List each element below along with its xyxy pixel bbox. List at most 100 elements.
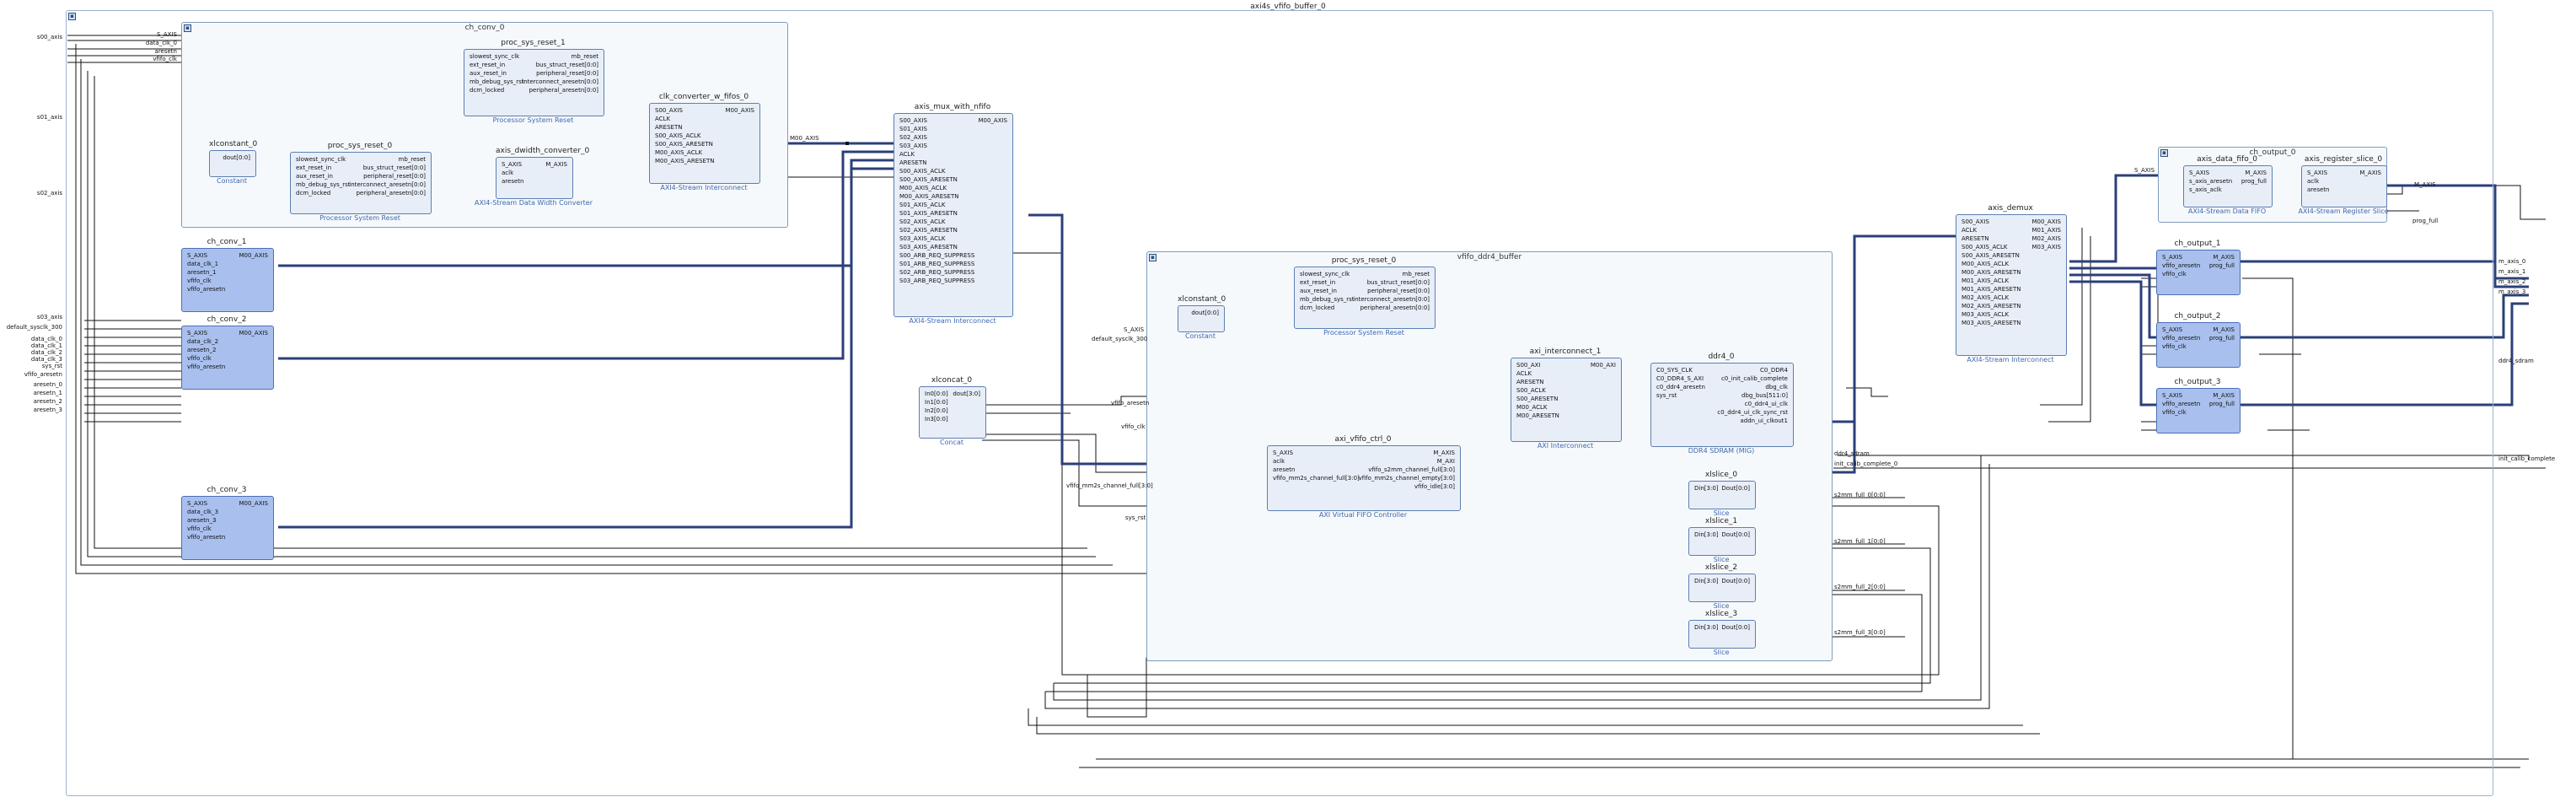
input-port[interactable]: M03_AXIS_ARESETN	[1962, 320, 2021, 326]
output-port-external[interactable]: m_axis_2	[2498, 278, 2526, 285]
input-port[interactable]: S00_AXIS_ACLK	[899, 168, 946, 175]
input-port[interactable]: vfifo_clk	[187, 355, 212, 362]
input-port[interactable]: C0_SYS_CLK	[1656, 367, 1693, 374]
output-port[interactable]: Dout[0:0]	[1721, 485, 1750, 492]
collapse-icon[interactable]: ▪	[184, 24, 191, 32]
output-port-external[interactable]: ddr4_sdram	[2498, 358, 2534, 364]
input-port[interactable]: ACLK	[1516, 370, 1532, 377]
input-port-external[interactable]: s00_axis	[36, 34, 62, 40]
input-port[interactable]: vfifo_aresetn	[187, 286, 226, 293]
input-port[interactable]: M03_AXIS_ACLK	[1962, 311, 2010, 318]
ip-block-xlslice-1[interactable]: Din[3:0]Dout[0:0]	[1688, 527, 1756, 556]
input-port[interactable]: S_AXIS	[502, 161, 523, 168]
input-port[interactable]: ARESETN	[1962, 235, 1989, 242]
input-port[interactable]: S01_AXIS_ARESETN	[899, 210, 958, 217]
input-port[interactable]: aresetn_3	[187, 517, 217, 524]
output-port[interactable]: vfifo_mm2s_channel_empty[3:0]	[1358, 475, 1455, 482]
output-port[interactable]: M00_AXIS	[239, 500, 268, 507]
ip-block-xlslice-3[interactable]: Din[3:0]Dout[0:0]	[1688, 620, 1756, 649]
input-port-external[interactable]: s03_axis	[36, 314, 62, 320]
output-port[interactable]: M00_AXI	[1590, 362, 1616, 369]
output-port[interactable]: M00_AXIS	[978, 117, 1007, 124]
output-port[interactable]: dbg_bus[511:0]	[1741, 392, 1788, 399]
output-port[interactable]: interconnect_aresetn[0:0]	[1353, 296, 1430, 303]
output-port-external[interactable]: m_axis_3	[2498, 288, 2526, 295]
output-port[interactable]: c0_ddr4_ui_clk	[1744, 401, 1788, 407]
input-port-external[interactable]: data_clk_0	[30, 336, 62, 342]
ip-block-xlconcat-0[interactable]: In0[0:0]In1[0:0]In2[0:0]In3[0:0]dout[3:0…	[919, 386, 986, 439]
input-port[interactable]: vfifo_aresetn	[187, 363, 226, 370]
input-port[interactable]: dcm_locked	[470, 87, 505, 94]
input-port[interactable]: data_clk_3	[187, 509, 219, 515]
input-port[interactable]: ext_reset_in	[470, 62, 506, 68]
output-port[interactable]: dbg_clk	[1765, 384, 1788, 390]
collapse-icon[interactable]: ▪	[68, 13, 76, 20]
input-port[interactable]: In1[0:0]	[925, 399, 948, 406]
input-port[interactable]: C0_DDR4_S_AXI	[1656, 375, 1704, 382]
input-port[interactable]: ARESETN	[655, 124, 683, 131]
input-port[interactable]: M02_AXIS_ACLK	[1962, 294, 2010, 301]
input-port[interactable]: S02_AXIS_ARESETN	[899, 227, 958, 234]
input-port[interactable]: In3[0:0]	[925, 416, 948, 423]
input-port[interactable]: data_clk_2	[187, 338, 219, 345]
input-port[interactable]: aresetn	[502, 178, 524, 185]
input-port[interactable]: ARESETN	[1516, 379, 1544, 385]
output-port[interactable]: M_AXIS	[2213, 392, 2235, 399]
input-port-external[interactable]: aresetn_0	[33, 381, 62, 388]
output-port[interactable]: M_AXIS	[1433, 450, 1455, 456]
output-port[interactable]: M00_AXIS	[239, 252, 268, 259]
input-port-external[interactable]: s02_axis	[36, 190, 62, 197]
output-port[interactable]: prog_full	[2241, 178, 2267, 185]
input-port[interactable]: vfifo_clk	[2162, 343, 2187, 350]
input-port[interactable]: M02_AXIS_ARESETN	[1962, 303, 2021, 310]
output-port[interactable]: peripheral_aresetn[0:0]	[356, 190, 426, 197]
input-port[interactable]: S_AXIS	[1273, 450, 1294, 456]
output-port-external[interactable]: m_axis_1	[2498, 268, 2526, 275]
input-port[interactable]: In2[0:0]	[925, 407, 948, 414]
input-port[interactable]: vfifo_clk	[2162, 409, 2187, 416]
input-port-external[interactable]: data_clk_3	[30, 356, 62, 363]
ip-block-xlslice-2[interactable]: Din[3:0]Dout[0:0]	[1688, 574, 1756, 602]
input-port[interactable]: In0[0:0]	[925, 390, 948, 397]
input-port[interactable]: aclk	[2307, 178, 2320, 185]
collapse-icon[interactable]: ▪	[2160, 149, 2168, 157]
output-port[interactable]: M_AXIS	[2359, 170, 2381, 176]
output-port-external[interactable]: init_calib_complete	[2498, 455, 2556, 462]
input-port[interactable]: s_axis_aclk	[2189, 186, 2222, 193]
input-port[interactable]: S_AXIS	[2162, 326, 2183, 333]
output-port[interactable]: bus_struct_reset[0:0]	[1366, 279, 1430, 286]
input-port[interactable]: aux_reset_in	[296, 173, 333, 180]
input-port[interactable]: dcm_locked	[296, 190, 331, 197]
ip-block-xlconstant-0a[interactable]: dout[0:0]	[209, 150, 256, 177]
input-port[interactable]: slowest_sync_clk	[296, 156, 346, 163]
input-port[interactable]: Din[3:0]	[1694, 578, 1719, 584]
input-port[interactable]: M00_AXIS_ARESETN	[1962, 269, 2021, 276]
output-port[interactable]: M02_AXIS	[2031, 235, 2061, 242]
input-port[interactable]: aresetn_1	[187, 269, 217, 276]
output-port[interactable]: M_AXIS	[545, 161, 567, 168]
input-port[interactable]: S_AXIS	[2162, 392, 2183, 399]
input-port[interactable]: S02_ARB_REQ_SUPPRESS	[899, 269, 975, 276]
input-port[interactable]: vfifo_aresetn	[2162, 335, 2201, 342]
input-port[interactable]: S00_AXIS	[899, 117, 927, 124]
input-port[interactable]: S00_ARESETN	[1516, 396, 1559, 402]
input-port-external[interactable]: sys_rst	[41, 363, 62, 369]
input-port[interactable]: M01_AXIS_ARESETN	[1962, 286, 2021, 293]
output-port[interactable]: peripheral_aresetn[0:0]	[1360, 304, 1430, 311]
input-port[interactable]: M00_AXIS_ARESETN	[655, 158, 715, 164]
output-port[interactable]: C0_DDR4	[1760, 367, 1788, 374]
input-port[interactable]: S00_AXIS_ARESETN	[1962, 252, 2020, 259]
ip-block-xlconstant-0b[interactable]: dout[0:0]	[1178, 305, 1225, 332]
input-port[interactable]: vfifo_aresetn	[2162, 262, 2201, 269]
input-port[interactable]: S01_ARB_REQ_SUPPRESS	[899, 261, 975, 267]
output-port[interactable]: peripheral_aresetn[0:0]	[529, 87, 598, 94]
